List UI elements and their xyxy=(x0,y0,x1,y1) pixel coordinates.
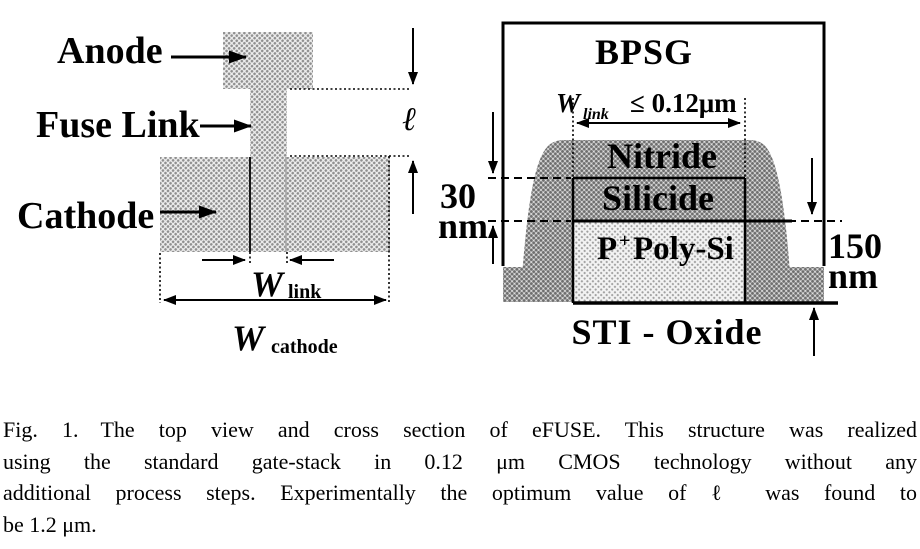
anode-region xyxy=(223,32,313,89)
silicide-thickness-unit: nm xyxy=(438,206,488,246)
efuse-figure: Anode Fuse Link Cathode ℓ W link W catho… xyxy=(17,21,882,358)
wcathode-label-sub: cathode xyxy=(271,336,338,358)
wlink-constraint-base: W xyxy=(556,88,582,118)
fuse-length-symbol: ℓ xyxy=(402,99,416,138)
poly-label-base: P xyxy=(597,231,617,267)
dimension-arrows xyxy=(163,28,418,305)
silicide-thickness-value: 30 xyxy=(440,176,476,216)
dotted-guides xyxy=(159,88,411,303)
nitride-label: Nitride xyxy=(607,136,717,176)
sti-foot-right xyxy=(782,267,824,302)
xs-dimension-arrows xyxy=(488,112,819,356)
poly-thickness-unit: nm xyxy=(828,256,878,296)
wlink-constraint-sub: link xyxy=(583,106,609,123)
sti-oxide-label: STI - Oxide xyxy=(571,312,762,352)
layer-lines xyxy=(571,176,838,305)
wlink-label-sub: link xyxy=(288,281,322,303)
caption-line-4: be 1.2 μm. xyxy=(3,511,97,537)
cathode-region xyxy=(160,157,390,252)
bpsg-label: BPSG xyxy=(595,32,693,72)
poly-label-sup: + xyxy=(619,230,630,252)
caption-line-3: additional process steps. Experimentally… xyxy=(3,480,917,505)
caption-line-2: using the standard gate-stack in 0.12 μm… xyxy=(3,448,917,474)
poly-label-rest: Poly-Si xyxy=(633,231,734,267)
top-view-diagram: Anode Fuse Link Cathode ℓ W link W catho… xyxy=(17,28,418,358)
bpsg-box xyxy=(501,21,826,266)
dashed-guides xyxy=(488,177,842,222)
poly-thickness-value: 150 xyxy=(828,226,882,266)
caption-line-1: Fig. 1. The top view and cross section o… xyxy=(3,417,917,442)
fuse-link-label: Fuse Link xyxy=(36,104,201,146)
wlink-label-base: W xyxy=(251,264,286,304)
silicide-label: Silicide xyxy=(602,178,714,218)
sti-foot-left xyxy=(503,267,533,302)
cross-section-diagram: BPSG W link ≤ 0.12μm Nitride Silicide P … xyxy=(438,21,882,356)
wlink-constraint-value: ≤ 0.12μm xyxy=(630,88,737,118)
wcathode-label-base: W xyxy=(232,318,267,358)
figure-caption: Fig. 1. The top view and cross section o… xyxy=(0,414,920,540)
fuse-link-region xyxy=(250,88,287,158)
anode-label: Anode xyxy=(57,30,163,72)
cathode-label: Cathode xyxy=(17,195,154,237)
label-arrows xyxy=(160,50,252,219)
poly-region xyxy=(573,221,745,303)
